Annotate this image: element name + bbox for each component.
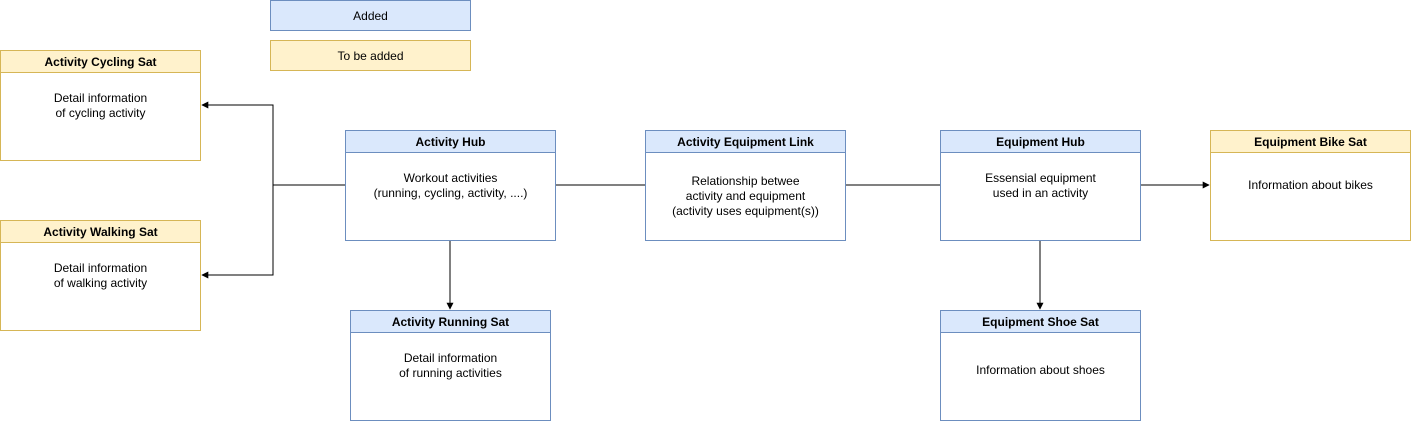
node-body: Information about bikes <box>1248 178 1373 192</box>
node-body: Workout activities (running, cycling, ac… <box>373 171 528 200</box>
legend-added-label: Added <box>353 8 388 23</box>
connector-hub-to-walking-sat <box>201 185 274 279</box>
node-body: Detail information of running activities <box>399 351 502 380</box>
node-body: Information about shoes <box>976 363 1105 377</box>
node-activity-equipment-link[interactable]: Activity Equipment Link Relationship bet… <box>645 130 846 241</box>
node-title: Activity Equipment Link <box>646 131 845 153</box>
node-activity-walking-sat[interactable]: Activity Walking Sat Detail information … <box>0 220 201 331</box>
node-body: Detail information of cycling activity <box>53 91 148 120</box>
node-equipment-bike-sat[interactable]: Equipment Bike Sat Information about bik… <box>1210 130 1411 241</box>
node-activity-cycling-sat[interactable]: Activity Cycling Sat Detail information … <box>0 50 201 161</box>
node-title: Equipment Bike Sat <box>1211 131 1410 153</box>
legend-to-be-added: To be added <box>270 40 471 71</box>
node-equipment-hub[interactable]: Equipment Hub Essensial equipment used i… <box>940 130 1141 241</box>
node-equipment-shoe-sat[interactable]: Equipment Shoe Sat Information about sho… <box>940 310 1141 421</box>
connector-hub-to-cycling-sat <box>201 101 345 186</box>
node-activity-running-sat[interactable]: Activity Running Sat Detail information … <box>350 310 551 421</box>
node-title: Activity Walking Sat <box>1 221 200 243</box>
node-body: Detail information of walking activity <box>53 261 148 290</box>
node-body: Relationship betwee activity and equipme… <box>672 174 819 218</box>
node-title: Equipment Shoe Sat <box>941 311 1140 333</box>
node-title: Equipment Hub <box>941 131 1140 153</box>
node-title: Activity Cycling Sat <box>1 51 200 73</box>
node-title: Activity Hub <box>346 131 555 153</box>
node-body: Essensial equipment used in an activity <box>985 171 1096 200</box>
node-activity-hub[interactable]: Activity Hub Workout activities (running… <box>345 130 556 241</box>
legend-added: Added <box>270 0 471 31</box>
node-title: Activity Running Sat <box>351 311 550 333</box>
legend-to-be-added-label: To be added <box>337 48 404 63</box>
